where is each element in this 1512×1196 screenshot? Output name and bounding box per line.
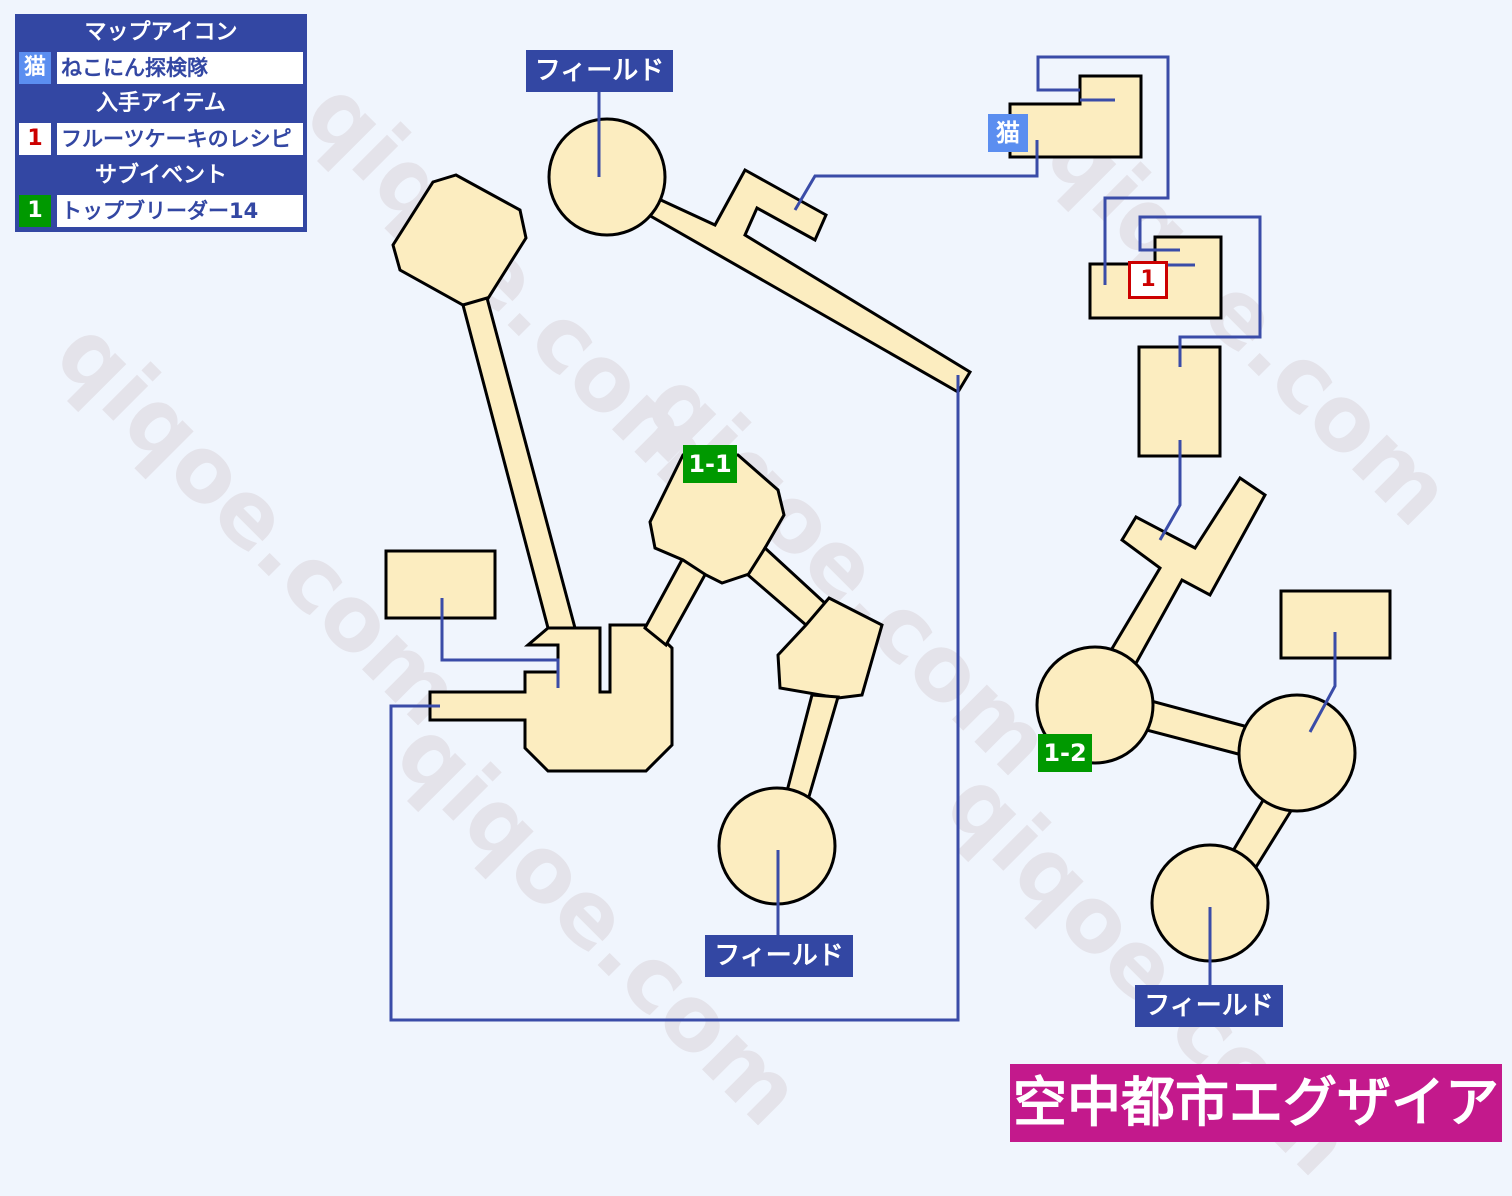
route-line [793,140,1039,211]
route-line [1138,215,1262,367]
item-number-icon: 1 [19,123,51,155]
room-pentagon [776,596,884,700]
field-exit-label[interactable]: フィールド [1135,985,1283,1027]
map-legend: マップアイコン 猫 ねこにん探検隊 入手アイテム 1 フルーツケーキのレシピ サ… [15,14,307,232]
corridor [643,555,708,648]
legend-subevent-label: トップブリーダー14 [57,195,303,227]
legend-cat-label: ねこにん探検隊 [57,52,303,84]
room-circle [1237,693,1357,813]
subevent-marker-1-1[interactable]: 1-1 [683,445,737,483]
route-line [1158,440,1182,541]
item-marker[interactable]: 1 [1128,261,1168,299]
room [1008,74,1143,159]
subevent-marker-1-2[interactable]: 1-2 [1038,734,1092,772]
legend-item-header: 入手アイテム [96,91,226,116]
legend-subevent-header: サブイベント [94,163,227,188]
subevent-number-icon: 1 [19,195,51,227]
route-line [1308,632,1337,733]
legend-map-icon-header: マップアイコン [84,20,238,45]
room-hexagon [391,173,528,307]
corridor [637,167,973,395]
cat-marker[interactable]: 猫 [988,114,1028,152]
corridor [784,693,840,802]
route-line [1036,55,1170,285]
route-line [440,598,560,688]
dungeon-map [384,55,1392,1022]
field-exit-label[interactable]: フィールド [526,50,673,92]
room-1-1 [648,453,786,585]
cat-icon: 猫 [19,52,51,84]
corridor [1107,475,1267,668]
room-main [428,623,674,773]
map-title: 空中都市エグザイア [1010,1064,1502,1142]
legend-item-label: フルーツケーキのレシピ [57,123,303,155]
room-circle [547,117,667,237]
field-exit-label[interactable]: フィールド [705,935,853,977]
route-line [389,375,960,1022]
